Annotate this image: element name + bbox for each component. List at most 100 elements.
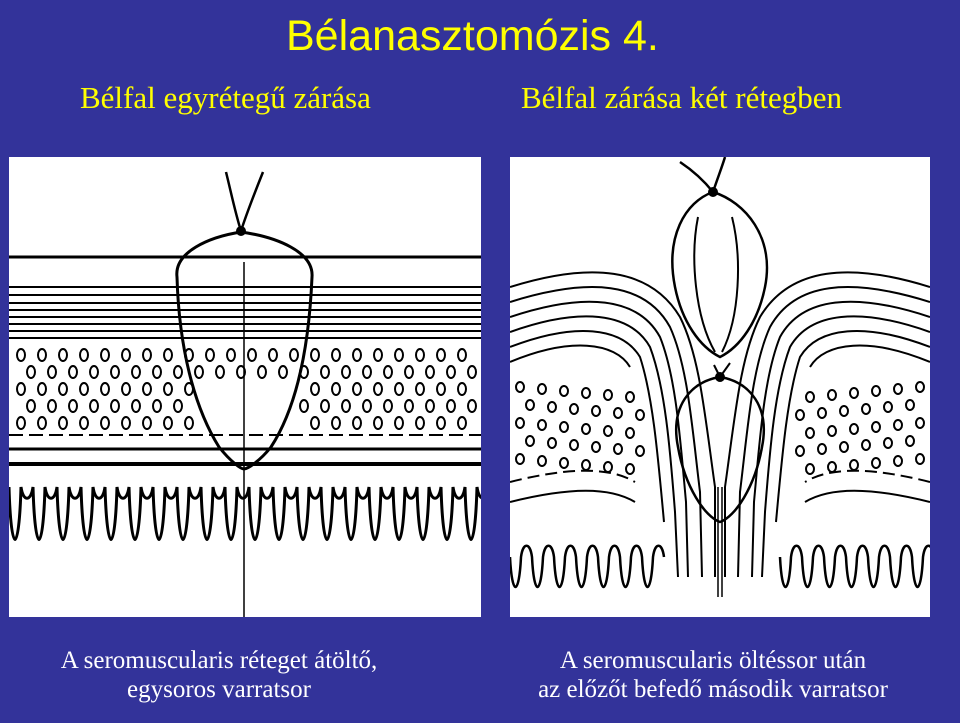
submucosa-cell <box>47 365 57 379</box>
submucosa-cell <box>537 419 547 431</box>
submucosa-cell <box>805 391 815 403</box>
submucosa-cell <box>26 399 36 413</box>
submucosa-cell <box>58 382 68 396</box>
submucosa-cell <box>635 409 645 421</box>
submucosa-cell <box>603 461 613 473</box>
submucosa-cell <box>163 416 173 430</box>
submucosa-cell <box>827 461 837 473</box>
submucosa-cell <box>331 416 341 430</box>
submucosa-cell <box>299 365 309 379</box>
submucosa-cell <box>362 365 372 379</box>
submucosa-cell <box>915 381 925 393</box>
submucosa-cell <box>37 382 47 396</box>
submucosa-cell <box>352 416 362 430</box>
single-layer-suture-diagram <box>9 157 481 617</box>
submucosa-cell <box>373 382 383 396</box>
submucosa-cell <box>89 399 99 413</box>
submucosa-cell <box>457 382 467 396</box>
submucosa-cell <box>425 399 435 413</box>
submucosa-cell <box>184 416 194 430</box>
submucosa-cell <box>603 425 613 437</box>
submucosa-cell <box>613 407 623 419</box>
submucosa-cell <box>205 348 215 362</box>
submucosa-cell <box>79 382 89 396</box>
submucosa-cell <box>525 435 535 447</box>
submucosa-cell <box>373 416 383 430</box>
submucosa-cell <box>194 365 204 379</box>
submucosa-cell <box>142 416 152 430</box>
submucosa-cell <box>320 365 330 379</box>
submucosa-cell <box>591 441 601 453</box>
submucosa-cell <box>436 382 446 396</box>
submucosa-cell <box>89 365 99 379</box>
submucosa-cell <box>352 382 362 396</box>
submucosa-cell <box>299 399 309 413</box>
submucosa-cell <box>320 399 330 413</box>
submucosa-cell <box>37 348 47 362</box>
submucosa-cell <box>893 383 903 395</box>
submucosa-cell <box>425 365 435 379</box>
submucosa-cell <box>184 382 194 396</box>
submucosa-cell <box>331 382 341 396</box>
submucosa-cell <box>394 416 404 430</box>
submucosa-cell <box>310 382 320 396</box>
left-heading: Bélfal egyrétegű zárása <box>80 80 371 115</box>
submucosa-cell <box>581 423 591 435</box>
submucosa-cell <box>362 399 372 413</box>
submucosa-cell <box>310 348 320 362</box>
submucosa-cell <box>415 416 425 430</box>
submucosa-cell <box>905 435 915 447</box>
submucosa-cell <box>121 416 131 430</box>
submucosa-cell <box>383 365 393 379</box>
submucosa-cell <box>537 455 547 467</box>
single-layer-suture-illustration <box>9 171 481 617</box>
submucosa-cell <box>467 365 477 379</box>
submucosa-cell <box>58 416 68 430</box>
submucosa-cell <box>625 427 635 439</box>
submucosa-cell <box>436 348 446 362</box>
submucosa-cell <box>625 463 635 475</box>
submucosa-cell <box>352 348 362 362</box>
submucosa-cell <box>839 405 849 417</box>
submucosa-cell <box>404 365 414 379</box>
submucosa-cell <box>559 385 569 397</box>
submucosa-cell <box>131 399 141 413</box>
submucosa-cell <box>827 425 837 437</box>
submucosa-cell <box>68 365 78 379</box>
submucosa-cell <box>559 457 569 469</box>
submucosa-cell <box>121 382 131 396</box>
submucosa-cell <box>515 381 525 393</box>
submucosa-cell <box>394 382 404 396</box>
submucosa-cell <box>883 437 893 449</box>
submucosa-cell <box>871 421 881 433</box>
submucosa-cell <box>849 423 859 435</box>
submucosa-cell <box>805 427 815 439</box>
submucosa-cell <box>547 437 557 449</box>
submucosa-cell <box>383 399 393 413</box>
submucosa-cell <box>515 453 525 465</box>
submucosa-cell <box>68 399 78 413</box>
submucosa-cell <box>795 409 805 421</box>
submucosa-cell <box>559 421 569 433</box>
submucosa-cell <box>436 416 446 430</box>
slide-title: Bélanasztomózis 4. <box>286 12 659 60</box>
submucosa-cell <box>905 399 915 411</box>
right-heading: Bélfal zárása két rétegben <box>521 80 843 115</box>
submucosa-cell <box>152 365 162 379</box>
submucosa-cell <box>915 453 925 465</box>
submucosa-cell <box>613 443 623 455</box>
submucosa-cell <box>415 348 425 362</box>
submucosa-cell <box>591 405 601 417</box>
submucosa-cell <box>795 445 805 457</box>
submucosa-cell <box>341 399 351 413</box>
submucosa-cell <box>215 365 225 379</box>
submucosa-cell <box>173 365 183 379</box>
submucosa-cell <box>883 401 893 413</box>
submucosa-cell <box>247 348 257 362</box>
submucosa-cell <box>603 389 613 401</box>
submucosa-cell <box>635 445 645 457</box>
submucosa-cell <box>268 348 278 362</box>
double-layer-suture-diagram <box>510 157 930 617</box>
submucosa-cell <box>871 385 881 397</box>
submucosa-cell <box>625 391 635 403</box>
